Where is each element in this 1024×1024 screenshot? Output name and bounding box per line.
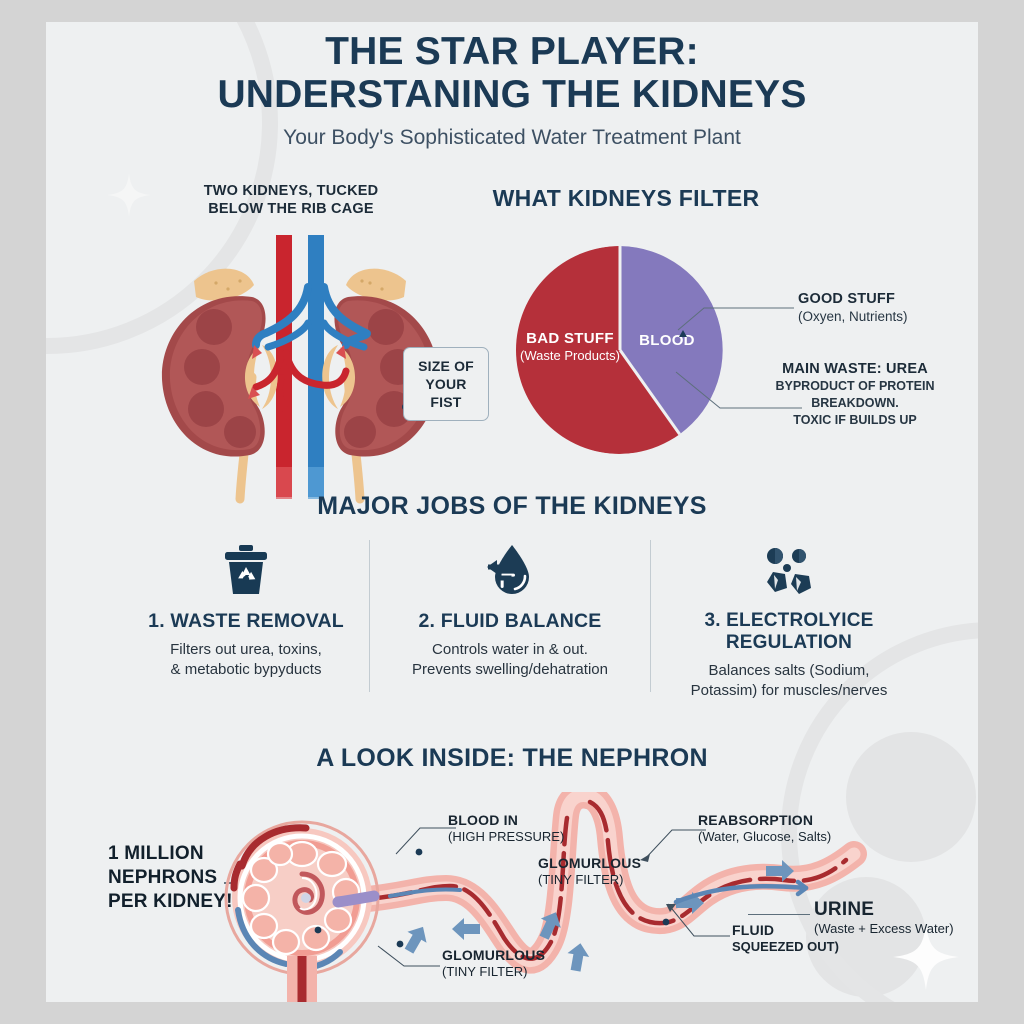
nephron-illustration xyxy=(224,792,867,1002)
job-card-waste-removal: 1. WASTE REMOVAL Filters out urea, toxin… xyxy=(122,534,370,680)
decorative-sparkle-icon xyxy=(893,924,959,990)
page-subtitle: Your Body's Sophisticated Water Treatmen… xyxy=(283,126,741,149)
jobs-divider-2 xyxy=(650,540,651,692)
urine-leader-line xyxy=(748,914,810,915)
page-title-line1: THE STAR PLAYER: xyxy=(325,30,699,73)
jobs-section-heading: MAJOR JOBS OF THE KIDNEYS xyxy=(317,492,707,520)
good-stuff-sub: (Oxyen, Nutrients) xyxy=(798,309,908,324)
urea-callout: MAIN WASTE: UREA BYPRODUCT OF PROTEIN BR… xyxy=(734,360,976,429)
blood-in-leader-line xyxy=(395,827,456,855)
anatomy-callout-line1: TWO KIDNEYS, TUCKED xyxy=(203,183,379,199)
job-card-fluid-balance: 2. FLUID BALANCE Controls water in & out… xyxy=(386,534,634,680)
pie-label-bad-title: BAD STUFF xyxy=(526,330,614,347)
job-title-3: 3. ELECTROLYICE REGULATION xyxy=(704,610,874,653)
filter-section-heading: WHAT KIDNEYS FILTER xyxy=(492,185,760,211)
good-stuff-leader-line xyxy=(677,307,794,331)
pie-svg xyxy=(514,245,723,454)
pie-label-bad-stuff: BAD STUFF (Waste Products) xyxy=(510,330,630,364)
fist-box-line3: FIST xyxy=(430,394,462,410)
job-title-2: 2. FLUID BALANCE xyxy=(418,610,602,632)
decorative-sparkle-small-icon xyxy=(107,173,151,217)
pie-slice-bad-stuff xyxy=(514,245,680,454)
glom-top-title: GLOMURLOUS xyxy=(538,855,642,871)
pie-slice-blood xyxy=(620,246,723,435)
pie-label-bad-sub: (Waste Products) xyxy=(520,348,620,363)
fist-size-box: SIZE OF YOUR FIST xyxy=(403,347,489,421)
glomerulus-top-label: GLOMURLOUS (TINY FILTER) xyxy=(538,855,668,888)
page-title-line2: UNDERSTANING THE KIDNEYS xyxy=(217,73,807,116)
good-stuff-title: GOOD STUFF xyxy=(798,291,896,307)
reabsorption-title: REABSORPTION xyxy=(698,812,814,828)
fluid-squeezed-label: FLUID SQUEEZED OUT) xyxy=(732,922,882,955)
glom-bottom-sub: (TINY FILTER) xyxy=(442,964,528,979)
water-drop-icon xyxy=(386,534,634,596)
job-desc-3-line2: Potassim) for muscles/nerves xyxy=(690,682,888,699)
job-title-1: 1. WASTE REMOVAL xyxy=(148,610,344,632)
anatomy-callout: TWO KIDNEYS, TUCKED BELOW THE RIB CAGE xyxy=(176,182,406,218)
urea-sub2: TOXIC IF BUILDS UP xyxy=(793,413,917,427)
glomerulus-bottom-label: GLOMURLOUS (TINY FILTER) xyxy=(442,947,582,980)
urea-title: MAIN WASTE: UREA xyxy=(782,361,928,377)
blood-in-title: BLOOD IN xyxy=(448,812,519,828)
nephron-count-line2: NEPHRONS xyxy=(108,867,218,888)
fluid-sub: SQUEEZED OUT) xyxy=(732,939,839,954)
urine-title: URINE xyxy=(814,899,875,920)
salt-crystals-icon xyxy=(654,534,924,596)
nephron-count-line3: PER KIDNEY! xyxy=(108,891,233,912)
kidneys-anatomy-illustration xyxy=(161,235,439,504)
job-desc-2-line1: Controls water in & out. xyxy=(432,641,588,658)
blood-in-sub: (HIGH PRESSURE) xyxy=(448,829,565,844)
jobs-divider-1 xyxy=(369,540,370,692)
fist-box-line1: SIZE OF xyxy=(418,358,474,374)
glom-bottom-title: GLOMURLOUS xyxy=(442,947,546,963)
infographic-panel: THE STAR PLAYER: UNDERSTANING THE KIDNEY… xyxy=(46,22,978,1002)
blood-in-label: BLOOD IN (HIGH PRESSURE) xyxy=(448,812,588,845)
job-desc-2-line2: Prevents swelling/dehatration xyxy=(412,661,608,678)
urine-label: URINE (Waste + Excess Water) xyxy=(814,898,978,937)
job-desc-3-line1: Balances salts (Sodium, xyxy=(708,662,870,679)
recycle-bin-icon xyxy=(122,534,370,596)
anatomy-callout-line2: BELOW THE RIB CAGE xyxy=(208,201,374,217)
fluid-title: FLUID xyxy=(732,922,775,938)
pie-label-blood-title: BLOOD xyxy=(639,332,695,349)
urea-sub1: BYPRODUCT OF PROTEIN BREAKDOWN. xyxy=(775,379,935,410)
job-desc-1-line2: & metabotic bypyducts xyxy=(170,661,322,678)
nephron-section-heading: A LOOK INSIDE: THE NEPHRON xyxy=(316,744,708,772)
good-stuff-callout: GOOD STUFF (Oxyen, Nutrients) xyxy=(798,290,973,325)
filter-pie-chart: BAD STUFF (Waste Products) BLOOD xyxy=(514,245,724,454)
reabsorption-leader-line xyxy=(640,829,706,862)
urine-sub: (Waste + Excess Water) xyxy=(814,921,954,936)
fluid-squeezed-leader-line xyxy=(666,903,730,937)
job-card-electrolyte-regulation: 3. ELECTROLYICE REGULATION Balances salt… xyxy=(654,534,924,701)
fist-box-line2: YOUR xyxy=(425,376,467,392)
nephron-count-label: 1 MILLION NEPHRONS PER KIDNEY! xyxy=(108,842,258,914)
job-desc-1-line1: Filters out urea, toxins, xyxy=(170,641,322,658)
pie-label-blood: BLOOD xyxy=(624,332,710,350)
reabsorption-label: REABSORPTION (Water, Glucose, Salts) xyxy=(698,812,898,845)
glom-top-sub: (TINY FILTER) xyxy=(538,872,624,887)
nephron-count-line1: 1 MILLION xyxy=(108,843,204,864)
glomerulus-bottom-leader-line xyxy=(377,945,440,967)
pie-good-stuff-marker-icon xyxy=(679,330,687,337)
reabsorption-sub: (Water, Glucose, Salts) xyxy=(698,829,832,844)
urea-leader-line xyxy=(675,371,802,409)
title-block: THE STAR PLAYER: UNDERSTANING THE KIDNEY… xyxy=(46,30,978,151)
